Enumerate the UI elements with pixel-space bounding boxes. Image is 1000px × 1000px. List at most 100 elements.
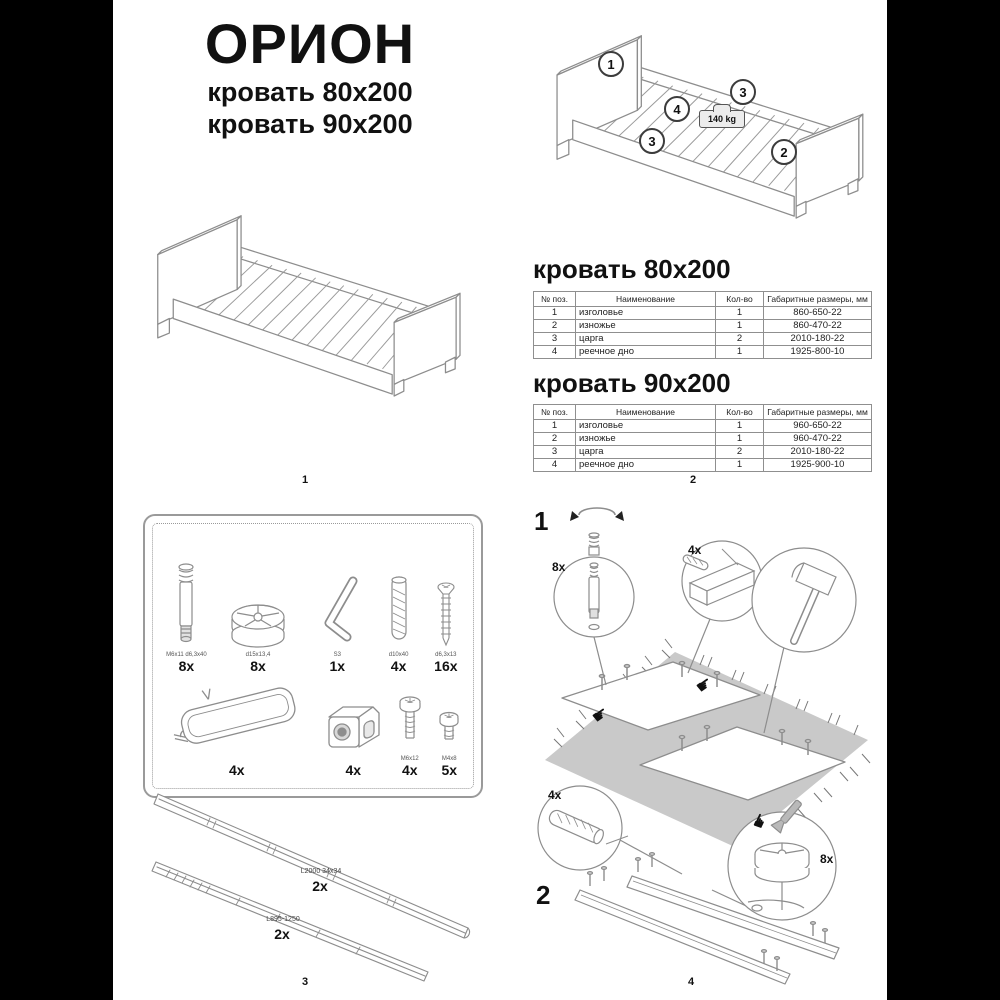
cell-qty: 2 xyxy=(715,332,764,346)
screw-icon xyxy=(439,711,459,740)
cell-name: царга xyxy=(575,332,716,346)
col-header-qty: Кол-во xyxy=(715,291,764,307)
cell-qty: 1 xyxy=(715,458,764,472)
hardware-panel-dotted-border xyxy=(152,523,474,789)
cell-name: изножье xyxy=(575,319,716,333)
hardware-label: d15х13,4 xyxy=(245,652,271,658)
assembled-bed-drawing xyxy=(157,215,461,397)
hardware-qty: 4x xyxy=(345,762,362,778)
rail-2-qty: 2x xyxy=(274,926,290,942)
table-header-row: № поз. Наименование Кол-во Габаритные ра… xyxy=(533,404,872,420)
hardware-qty: 5x xyxy=(441,762,458,778)
page-number-4: 4 xyxy=(688,976,695,988)
cell-pos: 4 xyxy=(533,458,576,472)
confirmat-screw-icon xyxy=(437,582,455,647)
hardware-label: S3 xyxy=(333,652,341,658)
rail-1-label: L2000 34x34 xyxy=(300,868,342,875)
hardware-label: d10х40 xyxy=(388,652,409,658)
hardware-panel: М6х11 d6,3х40 8x d15х13,4 8x xyxy=(143,514,483,798)
callout-rail-bottom: 3 xyxy=(639,128,665,154)
hex-key-icon xyxy=(324,576,358,642)
cell-name: изголовье xyxy=(575,419,716,433)
hardware-qty: 4x xyxy=(401,762,418,778)
variant-1: кровать 80x200 xyxy=(207,77,413,107)
step-2-diagram xyxy=(537,785,840,985)
rail-2-label: L895-1250 xyxy=(266,916,300,923)
step-1-number: 1 xyxy=(534,506,549,536)
col-header-name: Наименование xyxy=(575,291,716,307)
col-header-dims: Габаритные размеры, мм xyxy=(763,404,872,420)
rail-1-qty: 2x xyxy=(312,878,328,894)
col-header-pos: № поз. xyxy=(533,404,576,420)
hardware-qty: 8x xyxy=(250,658,266,674)
hardware-qty: 4x xyxy=(390,658,407,674)
cell-dims: 2010-180-22 xyxy=(763,332,872,346)
cell-qty: 1 xyxy=(715,432,764,446)
col-header-qty: Кол-во xyxy=(715,404,764,420)
callout-footboard-number: 2 xyxy=(780,144,788,160)
page-number-3: 3 xyxy=(302,976,309,988)
bolt-icon xyxy=(399,696,421,739)
callout-rail-top: 3 xyxy=(730,79,756,105)
cell-pos: 3 xyxy=(533,445,576,459)
hardware-qty: 1x xyxy=(329,658,346,674)
parts-table-90x200: № поз. Наименование Кол-во Габаритные ра… xyxy=(533,404,872,472)
cell-pos: 2 xyxy=(533,319,576,333)
callout-headboard: 1 xyxy=(598,51,624,77)
hardware-label: d6,3х13 xyxy=(435,652,457,658)
cam-bolt-icon xyxy=(178,563,195,643)
cell-dims: 1925-900-10 xyxy=(763,458,872,472)
cell-pos: 2 xyxy=(533,432,576,446)
cell-name: реечное дно xyxy=(575,345,716,359)
table-heading-90x200: кровать 90x200 xyxy=(533,368,731,398)
cell-dims: 960-650-22 xyxy=(763,419,872,433)
plastic-leg-icon xyxy=(173,687,296,744)
hardware-label: M6x12 xyxy=(400,756,419,762)
callout-slats-number: 4 xyxy=(673,101,681,117)
cell-name: изножье xyxy=(575,432,716,446)
table-header-row: № поз. Наименование Кол-во Габаритные ра… xyxy=(533,291,872,307)
step-1-inset-cam-bolt-qty: 8x xyxy=(552,560,566,574)
cell-dims: 1925-800-10 xyxy=(763,345,872,359)
weight-capacity-label: 140 kg xyxy=(707,114,737,124)
hardware-item: 4x xyxy=(321,697,385,778)
dowel-icon xyxy=(390,576,407,640)
cell-pos: 3 xyxy=(533,332,576,346)
table-heading-80x200: кровать 80x200 xyxy=(533,254,731,284)
callout-slats: 4 xyxy=(664,96,690,122)
callout-headboard-number: 1 xyxy=(607,56,615,72)
callout-rail-bottom-number: 3 xyxy=(648,133,656,149)
hardware-item: M6x12 4x xyxy=(395,693,425,778)
cell-qty: 1 xyxy=(715,345,764,359)
weight-icon xyxy=(713,104,731,112)
hardware-item: d15х13,4 8x xyxy=(225,589,291,674)
cell-dims: 860-650-22 xyxy=(763,306,872,320)
cell-pos: 1 xyxy=(533,419,576,433)
cell-pos: 1 xyxy=(533,306,576,320)
hardware-row-1: М6х11 d6,3х40 8x d15х13,4 8x xyxy=(157,534,469,674)
cell-dims: 860-470-22 xyxy=(763,319,872,333)
title-block: ОРИОН кровать 80x200 кровать 90x200 xyxy=(170,12,450,140)
col-header-name: Наименование xyxy=(575,404,716,420)
hardware-item: d6,3х13 16x xyxy=(432,579,460,674)
cell-name: реечное дно xyxy=(575,458,716,472)
hardware-qty: 16x xyxy=(434,658,458,674)
step-2-number: 2 xyxy=(536,880,551,910)
hardware-label: M4x8 xyxy=(441,756,457,762)
cell-pos: 4 xyxy=(533,345,576,359)
page-number-2: 2 xyxy=(690,474,697,486)
cam-lock-icon xyxy=(231,604,285,648)
hardware-row-2: 4x 4x xyxy=(157,668,469,778)
page-number-1: 1 xyxy=(302,474,309,486)
cell-name: царга xyxy=(575,445,716,459)
callout-footboard: 2 xyxy=(771,139,797,165)
hardware-item: М6х11 d6,3х40 8x xyxy=(166,559,207,674)
hardware-qty: 4x xyxy=(228,762,245,778)
